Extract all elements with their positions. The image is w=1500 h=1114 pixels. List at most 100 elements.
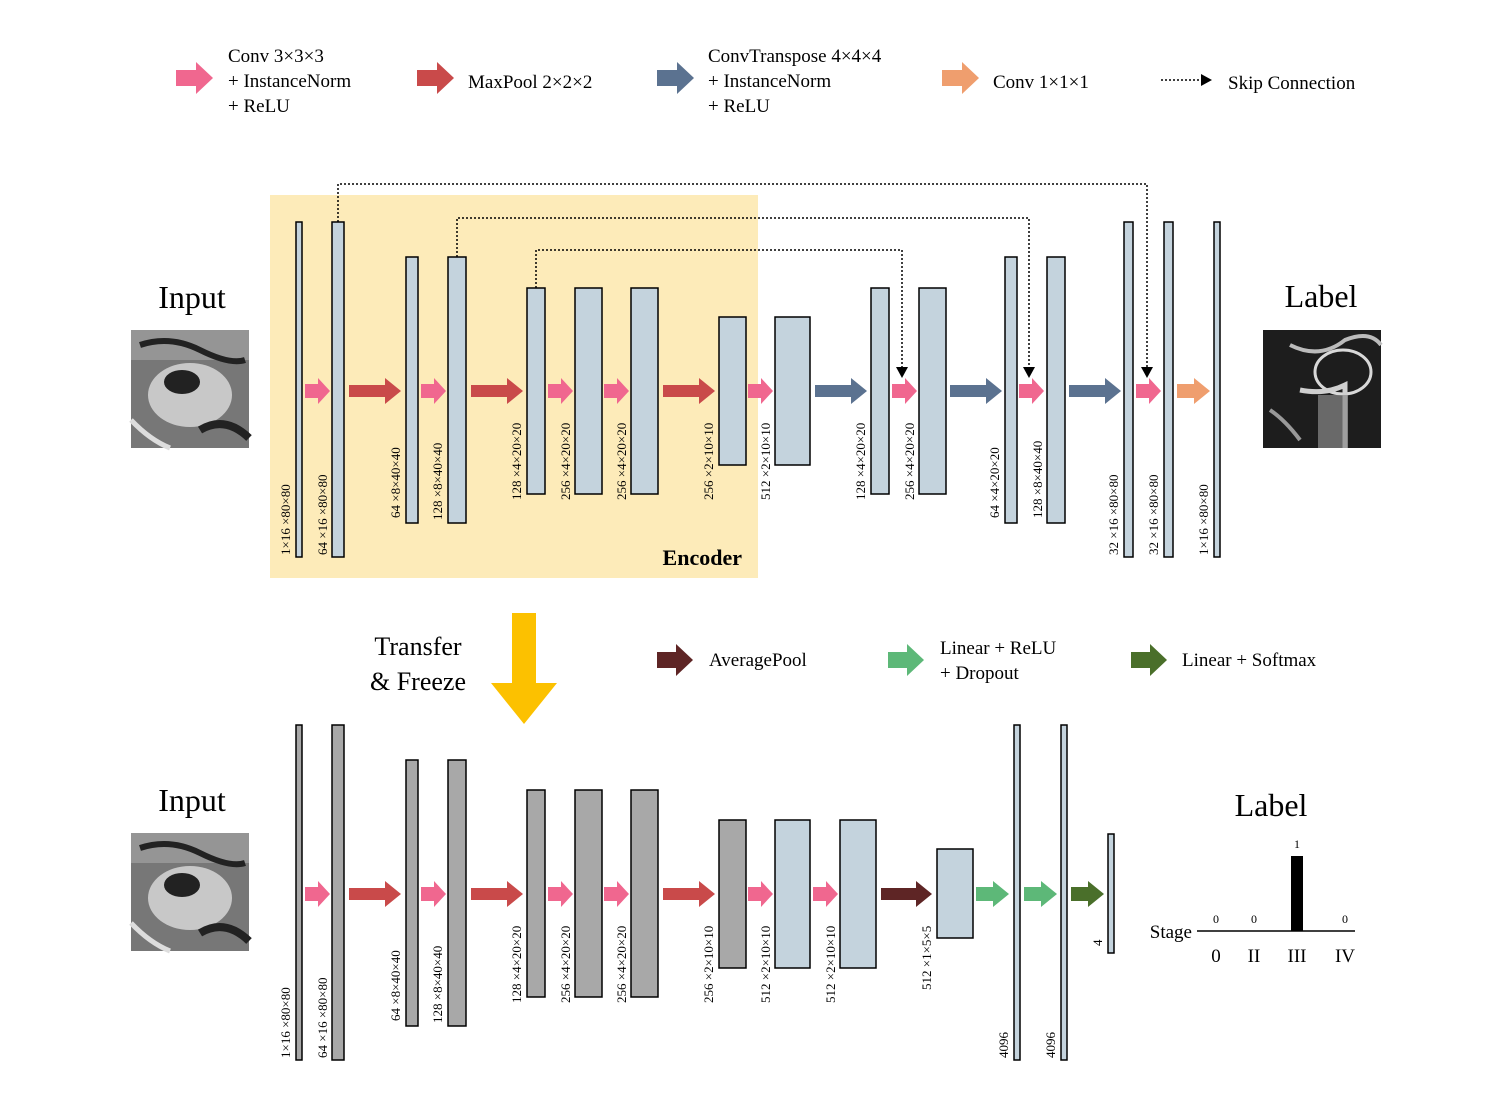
cls-dim-label: 4	[1090, 939, 1105, 946]
cls-block-frozen	[405, 759, 419, 1027]
cls-block	[839, 819, 877, 969]
cls-dim-label: 64 ×8×40×40	[388, 950, 403, 1021]
seg-dim-label: 64 ×8×40×40	[388, 447, 403, 518]
stage-value-label: 0	[1342, 912, 1348, 926]
stage-category-label: 0	[1211, 946, 1221, 967]
seg-dim-label: 128 ×8×40×40	[430, 443, 445, 520]
maxpool-arrow-icon	[349, 378, 401, 404]
seg-block	[1123, 221, 1134, 558]
seg-block	[630, 287, 659, 495]
conv-arrow-icon	[421, 881, 446, 907]
cls-dim-label: 4096	[1043, 1032, 1058, 1059]
chart-xlabel: Stage	[1150, 922, 1192, 943]
cls-input-image	[129, 833, 252, 954]
convtranspose-arrow-icon	[815, 378, 867, 404]
maxpool-arrow-icon	[663, 378, 715, 404]
legend-conv1: Conv 1×1×1	[942, 62, 1089, 94]
legend-avgpool-label: AveragePool	[709, 650, 807, 671]
seg-block	[870, 287, 890, 495]
conv-arrow-icon	[421, 378, 446, 404]
seg-dim-label: 128 ×4×20×20	[509, 423, 524, 500]
cls-block-frozen	[331, 724, 345, 1061]
seg-input-label: Input	[158, 279, 226, 315]
seg-arrows	[305, 378, 1210, 404]
seg-dim-label: 256 ×4×20×20	[902, 423, 917, 500]
seg-block	[1004, 256, 1018, 524]
legend-skip-label: Skip Connection	[1228, 73, 1356, 94]
conv-arrow-icon	[176, 62, 213, 94]
legend-linear-relu: Linear + ReLU + Dropout	[888, 638, 1057, 684]
seg-block	[718, 316, 747, 466]
cls-dim-label: 512 ×2×10×10	[758, 926, 773, 1003]
legend-conv-line3: + ReLU	[228, 96, 290, 117]
conv-arrow-icon	[748, 881, 773, 907]
skip-connection-2	[456, 217, 1030, 368]
seg-dim-label: 128 ×8×40×40	[1030, 441, 1045, 518]
legend-convtranspose: ConvTranspose 4×4×4 + InstanceNorm + ReL…	[657, 46, 882, 117]
cls-dim-label: 128 ×8×40×40	[430, 946, 445, 1023]
cls-block-frozen	[447, 759, 467, 1027]
maxpool-arrow-icon	[471, 881, 523, 907]
seg-block	[526, 287, 546, 495]
cls-block	[1060, 724, 1068, 1061]
seg-output-label: Label	[1285, 278, 1358, 314]
conv-arrow-icon	[305, 378, 330, 404]
seg-dim-label: 64 ×16 ×80×80	[315, 475, 330, 556]
seg-dim-label: 1×16 ×80×80	[1196, 484, 1211, 555]
legend-convtranspose-line1: ConvTranspose 4×4×4	[708, 46, 882, 67]
cls-block-frozen	[295, 724, 303, 1061]
legend-convtranspose-line2: + InstanceNorm	[708, 71, 831, 92]
cls-dim-label: 128 ×4×20×20	[509, 926, 524, 1003]
legend-convtranspose-line3: + ReLU	[708, 96, 770, 117]
legend-avgpool: AveragePool	[657, 644, 807, 676]
stage-category-label: III	[1288, 946, 1307, 967]
cls-block	[1107, 833, 1115, 954]
maxpool-arrow-icon	[663, 881, 715, 907]
cls-dim-label: 1×16 ×80×80	[278, 987, 293, 1058]
stage-value-label: 1	[1294, 837, 1300, 851]
legend-conv-line2: + InstanceNorm	[228, 71, 351, 92]
conv-arrow-icon	[813, 881, 838, 907]
conv-arrow-icon	[604, 881, 629, 907]
conv-arrow-icon	[604, 378, 629, 404]
stage-bar	[1291, 856, 1303, 931]
seg-block	[1213, 221, 1221, 558]
conv-arrow-icon	[1136, 378, 1161, 404]
seg-dim-label: 128 ×4×20×20	[853, 423, 868, 500]
seg-block	[447, 256, 467, 524]
cls-dim-label: 64 ×16 ×80×80	[315, 978, 330, 1059]
cls-block-frozen	[574, 789, 603, 998]
conv-arrow-icon	[748, 378, 773, 404]
cls-block	[774, 819, 811, 969]
linear-softmax-arrow-icon	[1131, 644, 1167, 676]
legend-linear-relu-line1: Linear + ReLU	[940, 638, 1057, 659]
seg-block	[295, 221, 303, 558]
legend-maxpool: MaxPool 2×2×2	[417, 62, 592, 94]
cls-dim-labels: 1×16 ×80×80 64 ×16 ×80×80 64 ×8×40×40 12…	[278, 926, 1105, 1058]
seg-block	[774, 316, 811, 466]
linear-relu-arrow-icon	[1024, 881, 1057, 907]
cls-dim-label: 4096	[996, 1032, 1011, 1059]
skip-connection-3	[535, 249, 903, 368]
seg-block	[331, 221, 345, 558]
seg-dim-label: 1×16 ×80×80	[278, 484, 293, 555]
skip-arrowhead-1	[1141, 367, 1153, 378]
seg-dim-label: 512 ×2×10×10	[758, 423, 773, 500]
conv-arrow-icon	[1019, 378, 1044, 404]
linear-softmax-arrow-icon	[1071, 881, 1104, 907]
legend-conv1-label: Conv 1×1×1	[993, 72, 1089, 93]
stage-value-label: 0	[1213, 912, 1219, 926]
transfer-arrow-icon	[491, 613, 557, 724]
legend-skip: Skip Connection	[1161, 73, 1356, 94]
seg-block	[405, 256, 419, 524]
seg-block	[574, 287, 603, 495]
cls-dim-label: 256 ×4×20×20	[614, 926, 629, 1003]
legend-linear-softmax: Linear + Softmax	[1131, 644, 1317, 676]
skip-connections	[337, 183, 1148, 368]
conv1-arrow-icon	[942, 62, 979, 94]
transfer-line2: & Freeze	[370, 667, 466, 696]
seg-block	[918, 287, 947, 495]
cls-input-label: Input	[158, 782, 226, 818]
conv-arrow-icon	[305, 881, 330, 907]
